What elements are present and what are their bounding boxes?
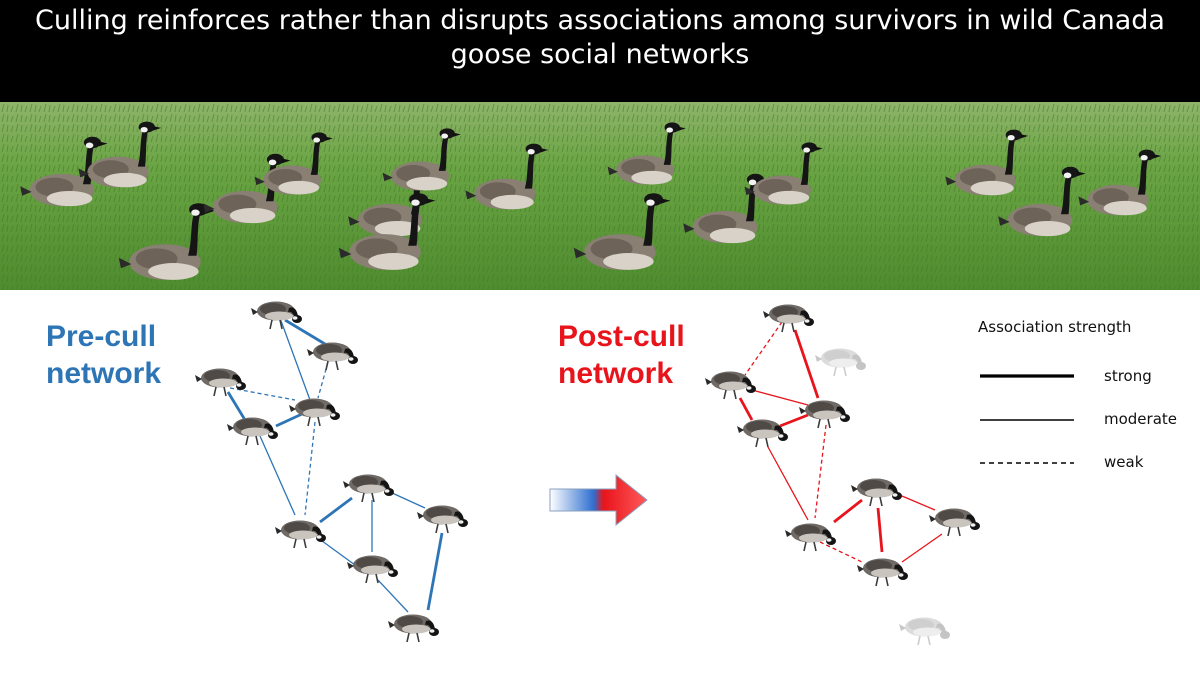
post-edge [744,321,783,376]
goose-icon [274,519,327,549]
pre-edge [317,537,356,566]
pre-edge [226,391,247,421]
pre-cull-label: Pre-cull network [46,318,161,392]
title-banner: Culling reinforces rather than disrupts … [0,0,1200,102]
pre-edge [284,318,331,349]
post-cull-label-line1: Post-cull [558,320,685,353]
post-edge [793,329,820,399]
pre-edge [319,496,353,524]
goose-icon [346,554,399,584]
pre-edge [426,532,444,611]
post-edge [833,498,863,524]
pre-edge [377,579,409,613]
post-edge [876,507,884,553]
legend-weak-label: weak [1104,453,1144,471]
post-cull-geese [704,303,981,646]
gradient-arrow-icon [549,473,648,527]
post-edge [767,446,809,521]
post-edge [779,413,809,428]
pre-edge [259,435,296,516]
culled-goose-icon [814,347,867,377]
legend-moderate-label: moderate [1104,410,1178,428]
legend-lines [980,374,1074,464]
goose-icon [387,613,440,643]
pre-cull-label-line2: network [46,357,162,390]
pre-edge [389,491,426,509]
pre-cull-label-line1: Pre-cull [46,320,157,353]
goose-icon [288,397,341,427]
post-edge [738,397,754,421]
post-edge [901,533,943,563]
post-edge [751,389,809,406]
legend-title: Association strength [978,318,1132,336]
goose-icon [416,504,469,534]
goose-icon [704,370,757,400]
geese-photo [0,102,1200,290]
legend-strong-label: strong [1104,367,1152,385]
post-cull-label: Post-cull network [558,318,685,392]
post-edge [901,495,936,511]
pre-cull-edges [226,317,444,613]
culled-goose-icon [898,616,951,646]
goose-icon [306,341,359,371]
pre-edge [279,317,311,401]
goose-icon [928,507,981,537]
pre-cull-geese [194,300,469,643]
goose-icon [736,418,789,448]
network-diagram [194,300,1074,646]
pre-edge [317,361,329,399]
post-cull-label-line2: network [558,357,674,390]
post-edge [814,424,827,519]
goose-icon [226,416,279,446]
post-cull-edges [738,321,943,563]
pre-edge [304,421,316,516]
post-edge [819,541,863,563]
goose-icon [762,303,815,333]
goose-icon [856,557,909,587]
pre-edge [275,412,303,428]
page-title: Culling reinforces rather than disrupts … [35,5,1165,70]
goose-icon [784,522,837,552]
goose-icon [194,367,247,397]
